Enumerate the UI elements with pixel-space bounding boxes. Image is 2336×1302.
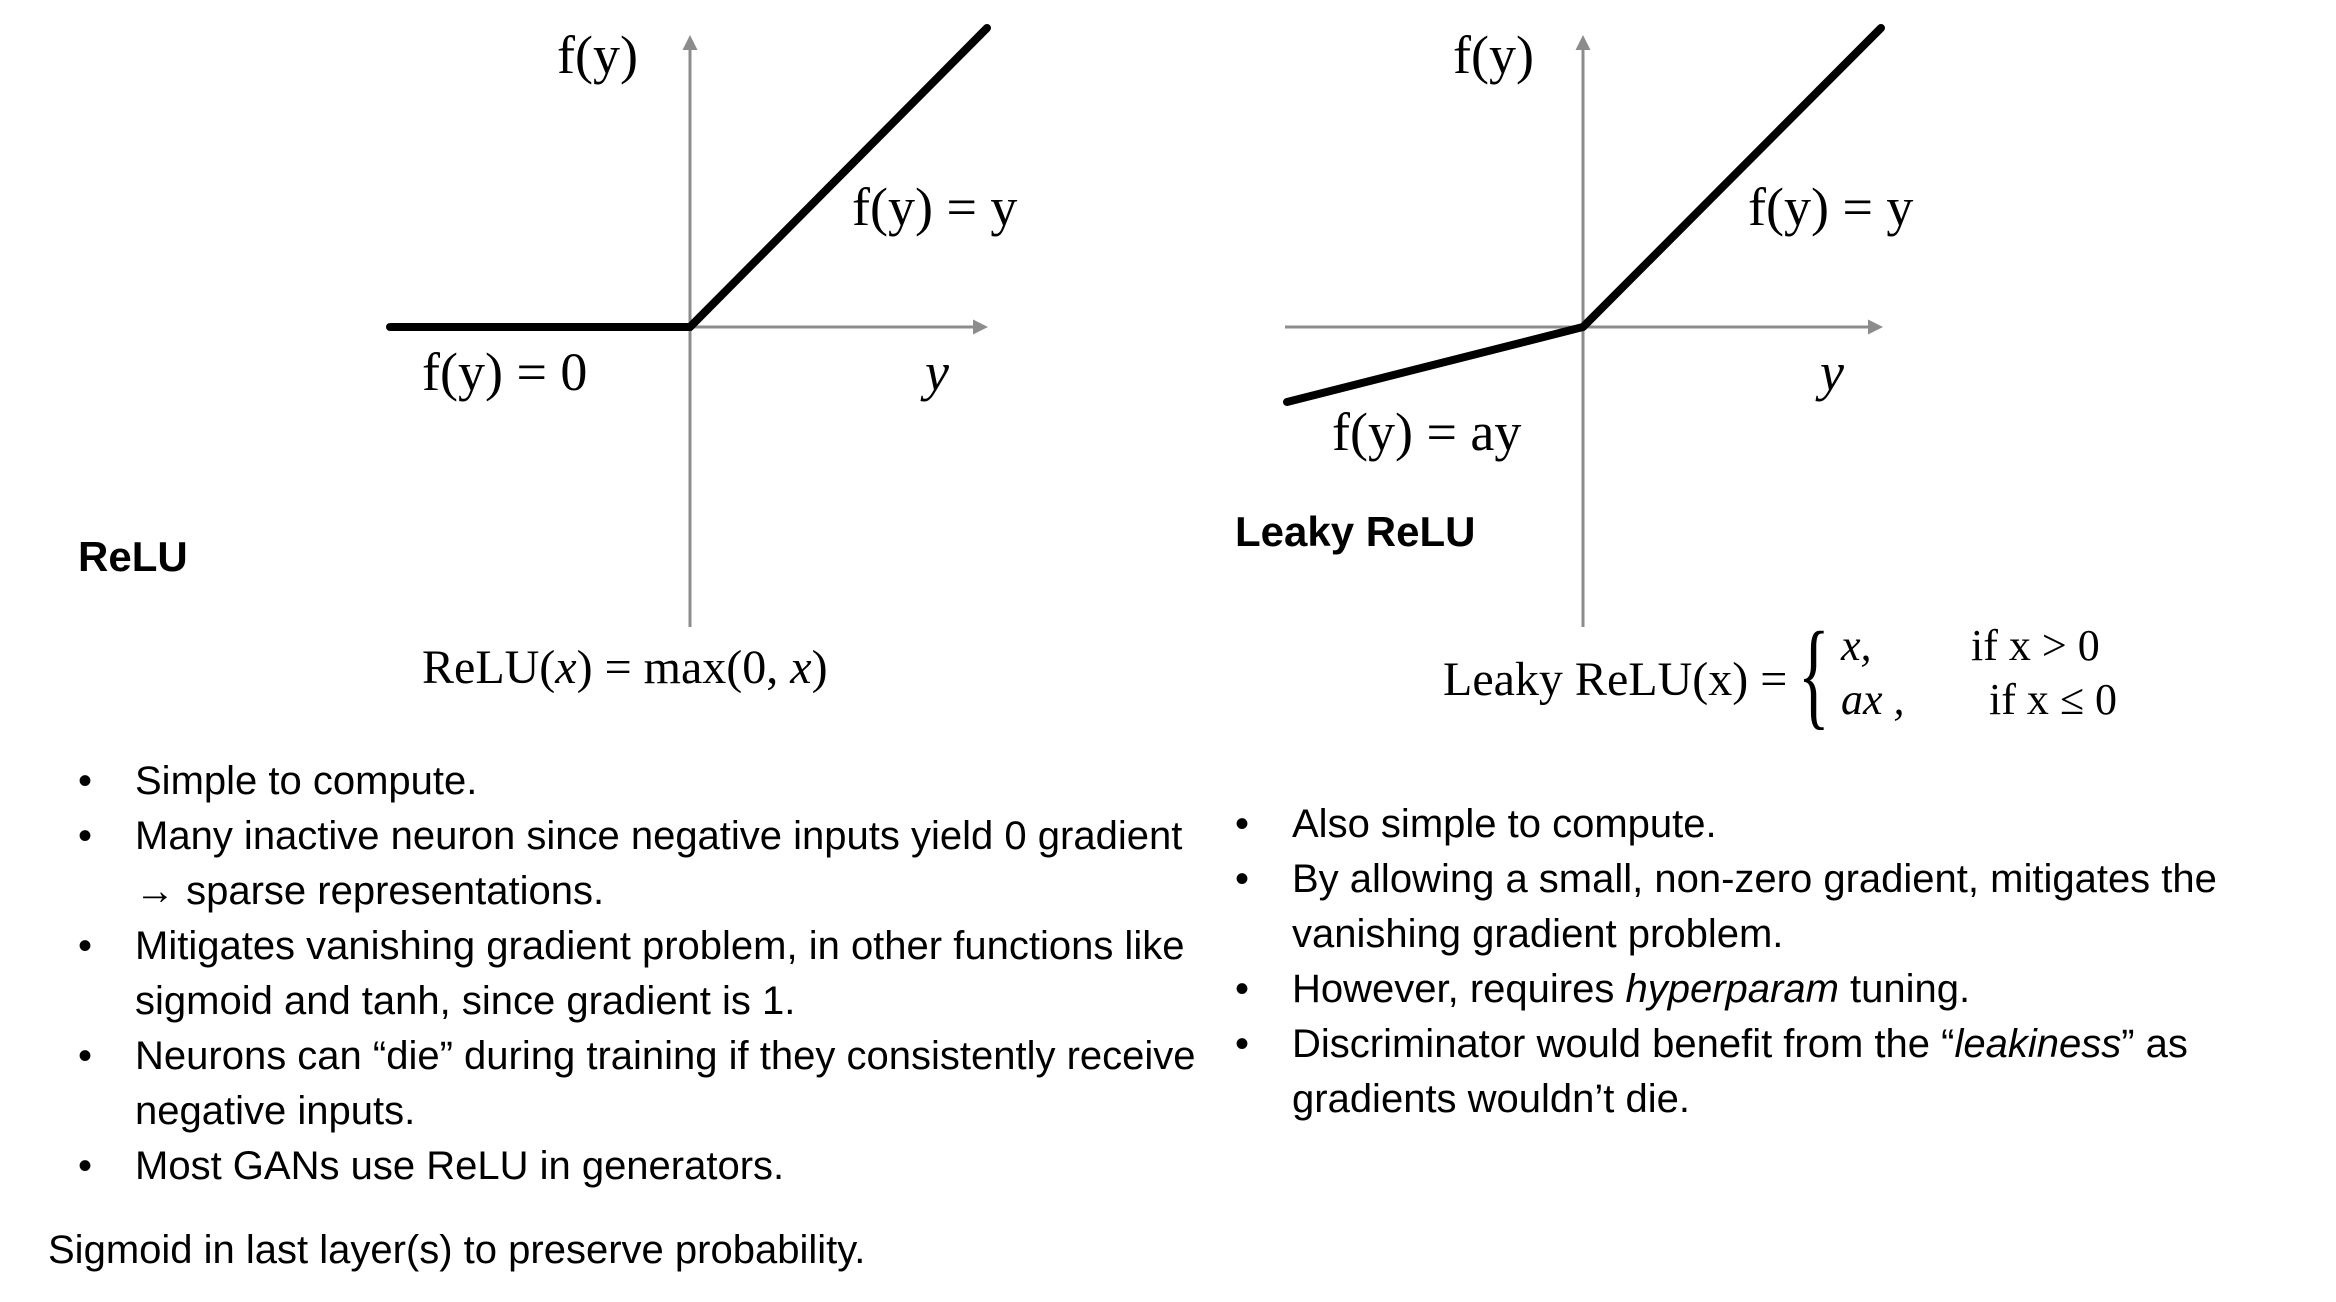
leaky-relu-y-axis-label: f(y) — [1453, 25, 1534, 85]
leaky-relu-bullet-emphasis: leakiness — [1954, 1022, 2122, 1066]
leaky-relu-bullet-text: However, requires — [1292, 967, 1626, 1011]
relu-bullet: Many inactive neuron since negative inpu… — [78, 809, 1208, 919]
leaky-relu-negative-label: f(y) = ay — [1332, 402, 1521, 462]
leaky-relu-bullet-text: tuning. — [1838, 967, 1971, 1011]
relu-formula-var: x — [555, 641, 577, 694]
leaky-relu-formula: Leaky ReLU(x) = { x, if x > 0 ax , if x … — [1443, 614, 2203, 736]
leaky-relu-bullet-list: Also simple to compute. By allowing a sm… — [1235, 797, 2315, 1127]
relu-formula-suffix: ) — [811, 641, 828, 694]
leaky-relu-positive-label: f(y) = y — [1748, 177, 1913, 237]
leaky-relu-bullet-text: By allowing a small, non-zero gradient, … — [1292, 857, 2217, 956]
leaky-relu-curve — [1283, 24, 1885, 406]
leaky-relu-bullet: By allowing a small, non-zero gradient, … — [1235, 852, 2315, 962]
relu-formula-prefix: ReLU( — [422, 641, 556, 694]
relu-formula: ReLU(x) = max(0, x) — [422, 640, 828, 695]
relu-formula-mid: ) = max(0, — [576, 641, 791, 694]
relu-negative-label: f(y) = 0 — [422, 342, 587, 402]
leaky-relu-bullet: However, requires hyperparam tuning. — [1235, 962, 2315, 1017]
relu-formula-var2: x — [790, 641, 812, 694]
relu-note: Sigmoid in last layer(s) to preserve pro… — [48, 1228, 866, 1272]
leaky-relu-bullet: Discriminator would benefit from the “le… — [1235, 1017, 2315, 1127]
leaky-relu-formula-lhs: Leaky ReLU(x) = — [1443, 653, 1788, 706]
relu-bullet: Mitigates vanishing gradient problem, in… — [78, 919, 1208, 1029]
relu-axes — [682, 35, 988, 627]
leaky-relu-positive-segment — [1579, 24, 1885, 331]
leaky-relu-bullet-text: Also simple to compute. — [1292, 802, 1717, 846]
leaky-relu-case-brace: { — [1798, 607, 1830, 740]
leaky-relu-title: Leaky ReLU — [1235, 508, 1476, 555]
leaky-relu-bullet: Also simple to compute. — [1235, 797, 2315, 852]
relu-bullet: Simple to compute. — [78, 754, 1208, 809]
leaky-relu-bullet-text: ” as gradients wouldn’t die. — [1292, 1022, 2188, 1121]
leaky-relu-case2-value: ax , — [1841, 675, 1905, 724]
relu-bullet: Neurons can “die” during training if the… — [78, 1029, 1208, 1139]
leaky-relu-case2-condition: if x ≤ 0 — [1989, 675, 2118, 724]
leaky-relu-negative-segment — [1283, 323, 1587, 406]
leaky-relu-x-axis-label: y — [1815, 342, 1844, 402]
relu-positive-label: f(y) = y — [852, 177, 1017, 237]
relu-curve — [386, 24, 991, 331]
leaky-relu-case1-condition: if x > 0 — [1971, 621, 2100, 670]
relu-title: ReLU — [78, 533, 188, 580]
relu-bullet-list: Simple to compute. Many inactive neuron … — [78, 754, 1208, 1194]
relu-positive-segment — [686, 24, 991, 331]
relu-bullet: Most GANs use ReLU in generators. — [78, 1139, 1208, 1194]
leaky-relu-bullet-emphasis: hyperparam — [1625, 967, 1839, 1011]
relu-x-axis-label: y — [920, 342, 949, 402]
leaky-relu-case1-value: x, — [1841, 621, 1872, 670]
leaky-relu-bullet-text: Discriminator would benefit from the “ — [1292, 1022, 1955, 1066]
relu-y-axis-label: f(y) — [557, 25, 638, 85]
